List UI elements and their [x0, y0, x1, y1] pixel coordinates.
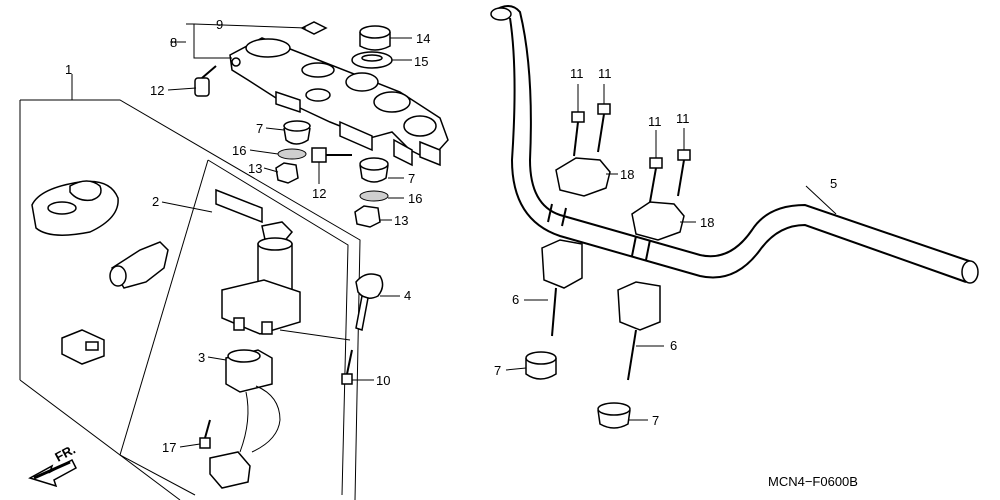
- callout-11-b: 11: [598, 66, 612, 81]
- switch-cover: [31, 180, 119, 236]
- callout-11-d: 11: [676, 111, 690, 126]
- lock-cylinder: [109, 241, 169, 289]
- bolt-part-12-left: [194, 65, 217, 97]
- leader-lines: [71, 23, 837, 448]
- diagram-code: MCN4−F0600B: [768, 474, 858, 489]
- callout-5: 5: [830, 176, 837, 191]
- washer-part-16-lower: [359, 190, 389, 202]
- screw-part-17: [199, 419, 211, 449]
- callout-9: 9: [216, 17, 223, 32]
- callout-16-lower: 16: [408, 191, 422, 206]
- callouts: 1 2 3 4 5 6 6 7 7 7 7 8 9 10 11 11 11 11…: [65, 17, 837, 455]
- front-direction-label: FR.: [52, 442, 78, 465]
- washer-part-15: [351, 51, 393, 69]
- bolt-part-11-4: [677, 149, 691, 197]
- callout-4: 4: [404, 288, 411, 303]
- callout-2: 2: [152, 194, 159, 209]
- switch-part-3: [209, 349, 281, 489]
- callout-10: 10: [376, 373, 390, 388]
- ignition-assembly-outline: [19, 99, 361, 500]
- washer-part-16-upper: [277, 148, 307, 160]
- callout-7-right-lower: 7: [652, 413, 659, 428]
- key-part-4: [355, 273, 384, 331]
- rubber-part-7-upper: [283, 120, 311, 145]
- callout-12-center: 12: [312, 186, 326, 201]
- upper-holder-right: [631, 201, 685, 241]
- callout-7-left-lower: 7: [494, 363, 501, 378]
- callout-7-middle: 7: [408, 171, 415, 186]
- callout-13-lower: 13: [394, 213, 408, 228]
- front-direction-arrow-icon: [28, 458, 77, 488]
- ignition-switch: [215, 188, 351, 341]
- nut-part-13-lower: [354, 205, 381, 228]
- cap-part-14: [359, 25, 391, 51]
- callout-7-upper: 7: [256, 121, 263, 136]
- rubber-part-7-left-lower: [525, 351, 557, 380]
- callout-13-upper: 13: [248, 161, 262, 176]
- callout-11-c: 11: [648, 114, 662, 129]
- top-bridge: [229, 37, 449, 167]
- rubber-part-7-right-lower: [597, 402, 631, 429]
- nut-part-13-upper: [275, 162, 299, 184]
- screw-part-10: [341, 349, 353, 385]
- callout-3: 3: [198, 350, 205, 365]
- callout-6-left: 6: [512, 292, 519, 307]
- bolt-part-12-center: [311, 147, 352, 163]
- callout-1: 1: [65, 62, 72, 77]
- bolt-part-11-1: [571, 111, 585, 157]
- callout-18-right: 18: [700, 215, 714, 230]
- callout-18-left: 18: [620, 167, 634, 182]
- callout-15: 15: [414, 54, 428, 69]
- callout-12-left: 12: [150, 83, 164, 98]
- callout-16-upper: 16: [232, 143, 246, 158]
- bolt-part-11-2: [597, 103, 611, 153]
- bolt-part-11-3: [649, 157, 663, 203]
- callout-17: 17: [162, 440, 176, 455]
- callout-8: 8: [170, 35, 177, 50]
- lower-holder-right: [617, 281, 661, 381]
- seal-part-9: [300, 21, 328, 35]
- lower-holder-left: [541, 239, 583, 337]
- handlebar: [490, 5, 979, 284]
- callout-6-right: 6: [670, 338, 677, 353]
- callout-14: 14: [416, 31, 430, 46]
- callout-11-a: 11: [570, 66, 584, 81]
- rubber-part-7-middle: [359, 157, 389, 183]
- small-bracket: [61, 329, 105, 365]
- upper-holder-left: [555, 157, 611, 197]
